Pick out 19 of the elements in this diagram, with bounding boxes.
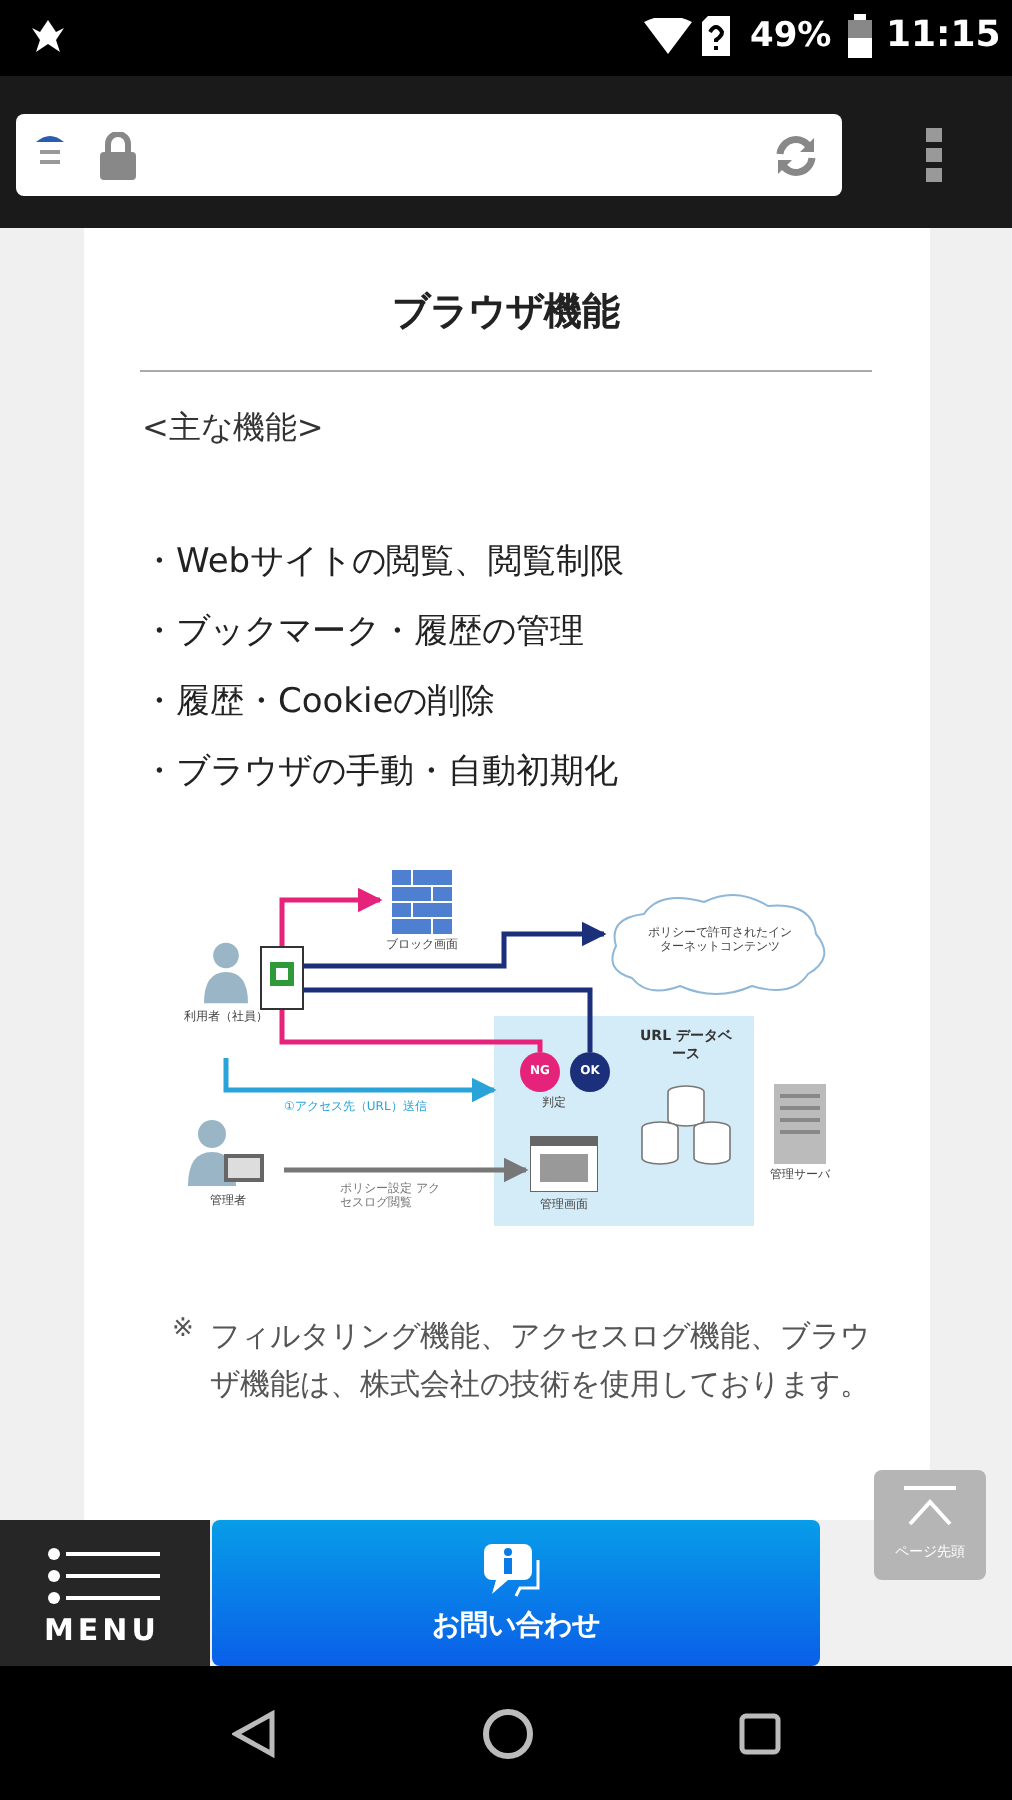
connector-line xyxy=(304,987,593,1052)
button-label: MENU xyxy=(44,1612,160,1648)
arrow xyxy=(279,887,383,946)
button-label: お問い合わせ xyxy=(430,1608,602,1644)
section-title: ブラウザ機能 xyxy=(390,288,622,338)
note-mark: ※ xyxy=(172,1314,194,1344)
battery-percent: 49% xyxy=(750,16,832,56)
clock-time: 11:15 xyxy=(886,14,1001,56)
arrow xyxy=(304,921,607,969)
bullet-item: ・Webサイトの閲覧、閲覧制限 xyxy=(142,540,625,584)
subheading: <主な機能> xyxy=(142,408,324,450)
database-panel xyxy=(494,1016,754,1226)
bullet-item: ・履歴・Cookieの削除 xyxy=(142,680,496,724)
connector-line xyxy=(279,1010,543,1052)
arrow xyxy=(223,1058,497,1103)
bullet-item: ・ブラウザの手動・自動初期化 xyxy=(142,750,618,794)
bullet-item: ・ブックマーク・履歴の管理 xyxy=(142,610,584,654)
arrow xyxy=(284,1157,529,1183)
footnote: フィルタリング機能、アクセスログ機能、ブラウザ機能は、株式会社の技術を使用しております。 xyxy=(210,1316,872,1406)
